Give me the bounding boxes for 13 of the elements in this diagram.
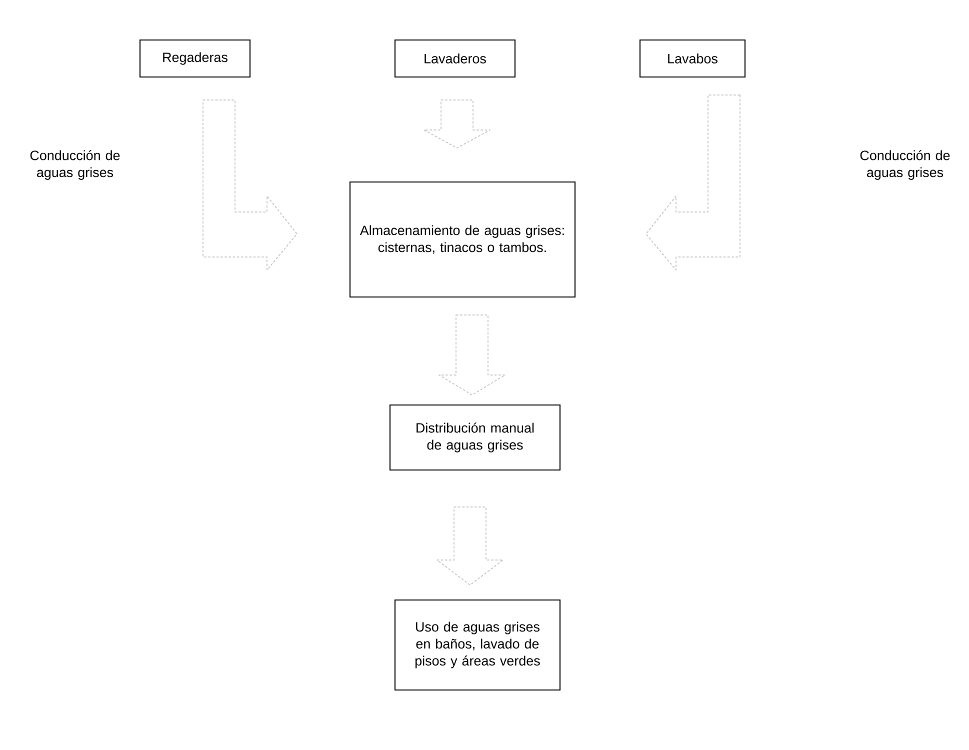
block-arrow [646, 94, 740, 270]
process-box: Uso de aguas grises en baños, lavado de pisos y áreas verdes [394, 599, 561, 691]
side-label: Conducción de aguas grises [30, 150, 120, 180]
side-label: Conducción de aguas grises [860, 150, 950, 180]
block-arrow [202, 100, 298, 270]
process-box: Distribución manual de aguas grises [389, 404, 561, 471]
block-arrow [424, 100, 490, 148]
process-box: Lavabos [639, 39, 746, 78]
block-arrow [438, 314, 506, 396]
process-box: Regaderas [139, 39, 251, 78]
block-arrow [436, 506, 504, 586]
process-box: Almacenamiento de aguas grises: cisternas, tinacos o tambos. [349, 181, 576, 298]
process-box: Lavaderos [394, 39, 516, 78]
